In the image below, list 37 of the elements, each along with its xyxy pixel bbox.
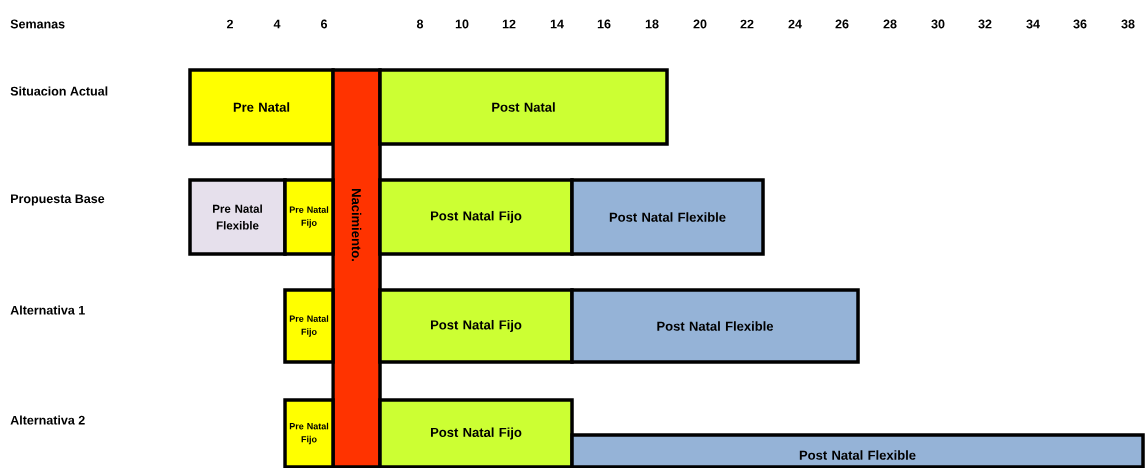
timeline-bar: Post Natal Fijo: [378, 178, 574, 256]
week-number: 12: [502, 19, 516, 29]
week-number: 4: [273, 19, 281, 29]
week-number: 30: [931, 19, 945, 29]
week-number: 22: [740, 19, 754, 29]
timeline-bar: Post Natal Fijo: [378, 288, 574, 364]
timeline-bar: Post Natal Flexible: [570, 288, 860, 364]
row-label: Situacion Actual: [10, 86, 108, 96]
timeline-bar: Pre Natal: [188, 68, 335, 146]
timeline-bar: Pre Natal Flexible: [188, 178, 287, 256]
week-number: 38: [1121, 19, 1135, 29]
row-label: Alternativa 1: [10, 305, 85, 315]
week-number: 20: [693, 19, 707, 29]
week-number: 24: [788, 19, 802, 29]
timeline-bar: Post Natal Fijo: [378, 398, 574, 468]
timeline-bar: Post Natal: [378, 68, 669, 146]
week-number: 32: [978, 19, 992, 29]
week-number: 26: [835, 19, 849, 29]
week-number: 16: [597, 19, 611, 29]
week-number: 2: [226, 19, 233, 29]
week-number: 18: [645, 19, 659, 29]
week-number: 36: [1073, 19, 1087, 29]
week-number: 14: [550, 19, 564, 29]
row-label: Alternativa 2: [10, 415, 85, 425]
timeline-bar: Pre Natal Fijo: [283, 288, 335, 364]
timeline-bar: Pre Natal Fijo: [283, 398, 335, 468]
week-number: 28: [883, 19, 897, 29]
week-number: 34: [1026, 19, 1040, 29]
timeline-bar: Nacimiento.: [331, 68, 382, 468]
week-number: 8: [416, 19, 424, 29]
timeline-bar: Post Natal Flexible: [570, 178, 765, 256]
axis-title: Semanas: [10, 19, 65, 29]
row-label: Propuesta Base: [11, 194, 105, 206]
week-number: 6: [321, 19, 327, 29]
timeline-bar: Post Natal Flexible: [570, 433, 1145, 468]
timeline-bar: Pre Natal Fijo: [283, 178, 335, 256]
week-number: 10: [455, 19, 469, 29]
